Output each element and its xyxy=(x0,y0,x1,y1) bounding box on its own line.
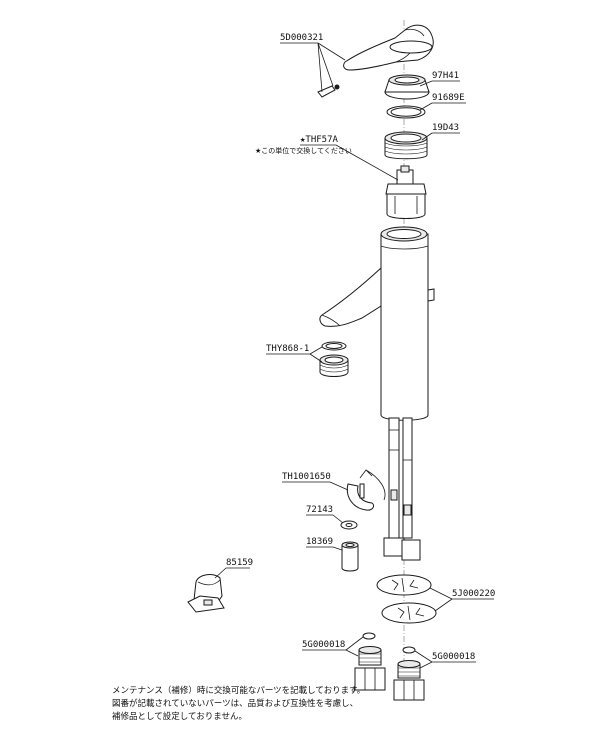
gasket-upper xyxy=(376,574,432,596)
label-cap-text: 97H41 xyxy=(432,71,459,81)
cartridge-part xyxy=(385,165,427,219)
label-washer: 72143 xyxy=(306,505,344,524)
o-ring-part xyxy=(386,105,426,119)
label-gaskets-text: 5J000220 xyxy=(452,589,495,599)
wrench-tool xyxy=(187,574,225,613)
label-gaskets: 5J000220 xyxy=(429,587,495,612)
label-ring: 91689E xyxy=(419,93,466,111)
label-nut: 19D43 xyxy=(421,123,460,141)
label-ring-text: 91689E xyxy=(432,93,465,103)
label-handle: 5D000321 xyxy=(280,33,346,93)
clip-part xyxy=(346,469,386,511)
cap-part xyxy=(384,74,430,100)
nut-part xyxy=(384,131,428,160)
label-nut-text: 19D43 xyxy=(432,123,459,133)
label-cartridge-text: ★THF57A xyxy=(300,135,339,145)
adapter-gasket-right xyxy=(402,646,416,654)
faucet-body xyxy=(319,226,435,561)
handle-lever xyxy=(343,24,434,71)
adapter-right-part xyxy=(393,660,425,701)
handle-screw xyxy=(317,84,340,98)
gasket-lower xyxy=(381,602,437,624)
label-adapter-left-text: 5G000018 xyxy=(302,640,345,650)
footer-line-1: メンテナンス（補修）時に交換可能なパーツを記載しております。 xyxy=(112,685,365,696)
label-adapter-left: 5G000018 xyxy=(302,636,364,657)
footer-line-2: 図番が記載されていないパーツは、品質および互換性を考慮し、 xyxy=(112,698,358,709)
label-handle-text: 5D000321 xyxy=(280,33,323,43)
footer-line-3: 補修品として設定しておりません。 xyxy=(112,711,247,722)
footer-note: メンテナンス（補修）時に交換可能なパーツを記載しております。 図番が記載されてい… xyxy=(112,685,365,722)
label-cartridge-note: ★この単位で交換してください xyxy=(255,146,352,155)
adapter-left-part xyxy=(354,646,386,691)
label-clip-text: TH1001650 xyxy=(282,472,331,482)
label-wrench-text: 85159 xyxy=(226,558,253,568)
label-aerator-text: THY868-1 xyxy=(266,344,309,354)
label-sleeve: 18369 xyxy=(306,537,343,551)
label-cap: 97H41 xyxy=(419,71,460,87)
aerator-part xyxy=(319,341,349,377)
sleeve-part xyxy=(341,541,359,572)
washer-part xyxy=(340,520,358,530)
label-adapter-right: 5G000018 xyxy=(414,650,476,669)
label-wrench: 85159 xyxy=(214,558,253,579)
label-cartridge: ★THF57A ★この単位で交換してください xyxy=(255,135,399,181)
label-adapter-right-text: 5G000018 xyxy=(432,652,475,662)
label-clip: TH1001650 xyxy=(282,472,349,491)
label-sleeve-text: 18369 xyxy=(306,537,333,547)
label-aerator: THY868-1 xyxy=(266,344,323,363)
label-washer-text: 72143 xyxy=(306,505,333,515)
adapter-gasket-left xyxy=(362,632,376,640)
